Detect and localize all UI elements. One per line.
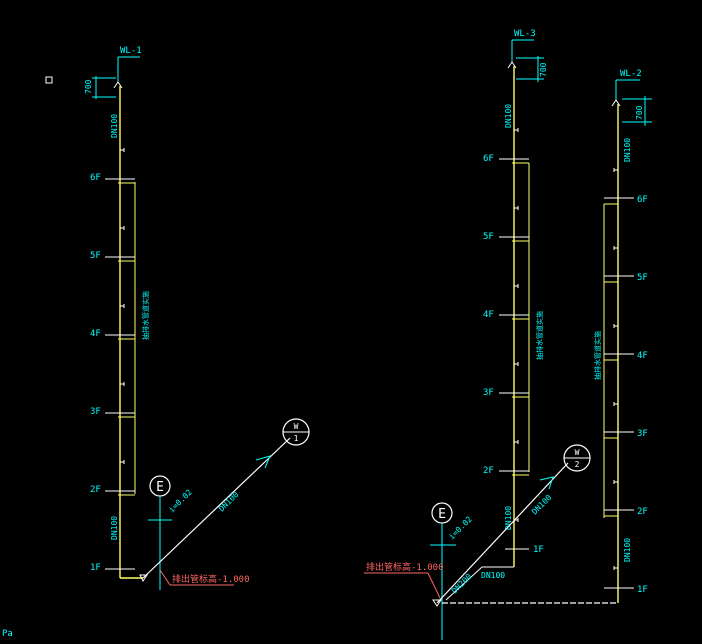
pipe-size-label: DN100 bbox=[623, 138, 632, 162]
slope-label: i=0.02 bbox=[447, 514, 474, 541]
slope-label: i=0.02 bbox=[167, 487, 194, 514]
top-dimension-label: 700 bbox=[84, 79, 93, 94]
fitting-marks bbox=[120, 148, 125, 464]
floor-levels: 6F 5F 4F 3F 2F 1F bbox=[90, 173, 135, 573]
elbow-fitting-icon bbox=[432, 599, 442, 607]
top-dimension-label: 700 bbox=[539, 62, 548, 77]
floor-label: 4F bbox=[637, 351, 648, 361]
vent-cap-icon bbox=[113, 81, 123, 89]
floor-label: 4F bbox=[483, 310, 494, 320]
floor-levels: 6F 5F 4F 3F 2F 1F bbox=[483, 154, 544, 555]
pipe-size-label: DN100 bbox=[481, 571, 505, 580]
corner-text: Pa bbox=[2, 629, 13, 639]
riser-wl-2[interactable]: WL-2 700 DN100 DN100 抽排水管道实施 6F 5F 4F 3F bbox=[593, 69, 652, 603]
riser-wl-1[interactable]: WL-1 700 DN100 DN100 抽排水管道实施 6F 5F 4F bbox=[84, 46, 150, 579]
diagonal-branch bbox=[445, 566, 483, 601]
floor-label: 5F bbox=[483, 232, 494, 242]
vertical-note: 抽排水管道实施 bbox=[535, 311, 544, 360]
outgoing-pipe bbox=[142, 437, 291, 579]
floor-label: 5F bbox=[90, 251, 101, 261]
floor-label: 2F bbox=[483, 466, 494, 476]
elevation-label: 排出管标高-1.000 bbox=[172, 573, 250, 585]
vent-cap-icon bbox=[507, 61, 517, 69]
floor-label: 3F bbox=[483, 388, 494, 398]
floor-label: 1F bbox=[90, 563, 101, 573]
floor-label: 3F bbox=[637, 429, 648, 439]
vertical-note: 抽排水管道实施 bbox=[141, 291, 150, 340]
riser-tag-wl-2: WL-2 bbox=[620, 69, 642, 79]
floor-label: 6F bbox=[90, 173, 101, 183]
floor-label: 6F bbox=[637, 195, 648, 205]
well-letter: W bbox=[294, 422, 299, 431]
well-letter: W bbox=[575, 448, 580, 457]
pipe-size-label: DN100 bbox=[504, 104, 513, 128]
floor-label: 1F bbox=[533, 545, 544, 555]
pipe-size-label: DN100 bbox=[504, 506, 513, 530]
selection-square-icon bbox=[45, 76, 53, 84]
floor-label: 5F bbox=[637, 273, 648, 283]
floor-label: 3F bbox=[90, 407, 101, 417]
floor-label: 1F bbox=[637, 585, 648, 595]
floor-label: 2F bbox=[90, 485, 101, 495]
flow-arrow-icon bbox=[255, 455, 271, 469]
flow-arrow-icon bbox=[539, 476, 554, 490]
pipe-size-label: DN200 bbox=[450, 572, 474, 596]
elevation-label: 排出管标高-1.000 bbox=[366, 561, 444, 573]
elevation-leader bbox=[159, 569, 171, 586]
floor-label: 6F bbox=[483, 154, 494, 164]
vertical-note: 抽排水管道实施 bbox=[593, 331, 602, 380]
riser-tag-wl-3: WL-3 bbox=[514, 29, 536, 39]
detail-mark-letter: E bbox=[438, 507, 446, 522]
outgoing-pipe bbox=[436, 462, 569, 604]
pipe-size-label: DN100 bbox=[623, 538, 632, 562]
vent-cap-icon bbox=[611, 99, 621, 107]
detail-mark-letter: E bbox=[156, 480, 164, 495]
left-outfall-group[interactable]: E i=0.02 DN100 W 1 排出管标高-1.000 bbox=[139, 418, 310, 590]
elevation-leader bbox=[427, 572, 441, 599]
well-number: 1 bbox=[294, 434, 299, 443]
pipe-size-label: DN100 bbox=[110, 114, 119, 138]
pipe-size-label: DN100 bbox=[110, 516, 119, 540]
floor-label: 2F bbox=[637, 507, 648, 517]
fitting-marks bbox=[514, 128, 519, 522]
pipe-size-label: DN100 bbox=[530, 493, 554, 517]
floor-levels: 6F 5F 4F 3F 2F 1F bbox=[604, 195, 648, 595]
top-dimension-label: 700 bbox=[635, 105, 644, 120]
pipe-size-label: DN100 bbox=[217, 490, 241, 514]
floor-label: 4F bbox=[90, 329, 101, 339]
elbow-fitting-icon bbox=[139, 574, 148, 582]
fitting-marks bbox=[613, 168, 618, 570]
riser-wl-3[interactable]: WL-3 700 DN100 DN100 抽排水管道实施 6F 5F 4F 3F bbox=[483, 29, 548, 555]
riser-tag-wl-1: WL-1 bbox=[120, 46, 142, 56]
well-number: 2 bbox=[575, 460, 580, 469]
